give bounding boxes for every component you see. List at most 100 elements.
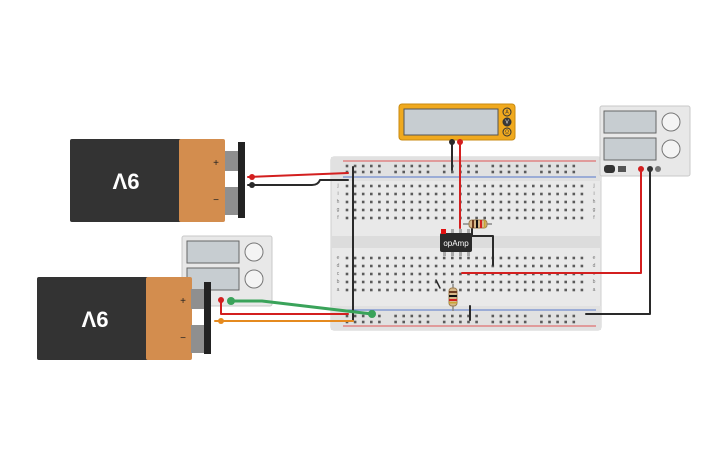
terminal-hole[interactable]: [564, 280, 567, 284]
rail-hole[interactable]: [345, 164, 349, 168]
terminal-hole[interactable]: [394, 280, 397, 284]
terminal-hole[interactable]: [386, 272, 389, 276]
terminal-hole[interactable]: [499, 288, 503, 292]
terminal-hole[interactable]: [572, 264, 576, 268]
rail-hole[interactable]: [426, 170, 430, 174]
terminal-hole[interactable]: [353, 200, 357, 204]
terminal-hole[interactable]: [361, 208, 365, 212]
rail-hole[interactable]: [442, 164, 446, 168]
terminal-hole[interactable]: [475, 184, 478, 188]
power-supply-right-knob-bottom[interactable]: [661, 139, 681, 159]
terminal-hole[interactable]: [370, 184, 373, 188]
rail-hole[interactable]: [410, 320, 414, 324]
terminal-hole[interactable]: [556, 288, 559, 292]
battery-top[interactable]: 9V + −: [70, 139, 245, 222]
rail-hole[interactable]: [540, 320, 543, 324]
rail-hole[interactable]: [572, 164, 576, 168]
power-supply-left[interactable]: [181, 235, 273, 307]
terminal-hole[interactable]: [523, 288, 527, 292]
terminal-hole[interactable]: [451, 200, 454, 204]
terminal-hole[interactable]: [483, 184, 486, 188]
rail-hole[interactable]: [507, 320, 511, 324]
rail-hole[interactable]: [370, 320, 373, 324]
battery-bottom[interactable]: 9V + −: [37, 277, 211, 360]
terminal-hole[interactable]: [540, 280, 543, 284]
terminal-hole[interactable]: [378, 256, 381, 260]
terminal-hole[interactable]: [523, 216, 527, 220]
rail-hole[interactable]: [523, 320, 527, 324]
terminal-hole[interactable]: [434, 256, 438, 260]
terminal-hole[interactable]: [532, 192, 535, 196]
rail-hole[interactable]: [426, 164, 430, 168]
terminal-hole[interactable]: [426, 192, 430, 196]
terminal-hole[interactable]: [540, 216, 543, 220]
rail-hole[interactable]: [548, 164, 551, 168]
terminal-hole[interactable]: [556, 280, 559, 284]
terminal-hole[interactable]: [378, 288, 381, 292]
terminal-hole[interactable]: [394, 200, 397, 204]
rail-hole[interactable]: [370, 164, 373, 168]
terminal-hole[interactable]: [515, 192, 519, 196]
terminal-hole[interactable]: [507, 208, 511, 212]
terminal-hole[interactable]: [540, 184, 543, 188]
terminal-hole[interactable]: [507, 280, 511, 284]
terminal-hole[interactable]: [418, 184, 422, 188]
terminal-hole[interactable]: [378, 272, 381, 276]
terminal-hole[interactable]: [361, 216, 365, 220]
terminal-hole[interactable]: [378, 184, 381, 188]
terminal-hole[interactable]: [556, 184, 559, 188]
terminal-hole[interactable]: [564, 216, 567, 220]
terminal-hole[interactable]: [564, 288, 567, 292]
terminal-hole[interactable]: [572, 216, 576, 220]
rail-hole[interactable]: [459, 320, 462, 324]
terminal-hole[interactable]: [353, 288, 357, 292]
terminal-hole[interactable]: [410, 272, 414, 276]
op-amp-chip[interactable]: opAmp: [440, 229, 472, 256]
rail-hole[interactable]: [507, 164, 511, 168]
terminal-hole[interactable]: [410, 256, 414, 260]
terminal-hole[interactable]: [394, 216, 397, 220]
terminal-hole[interactable]: [426, 200, 430, 204]
rail-hole[interactable]: [467, 170, 470, 174]
rail-hole[interactable]: [353, 314, 357, 318]
terminal-hole[interactable]: [394, 192, 397, 196]
rail-hole[interactable]: [378, 314, 381, 318]
terminal-hole[interactable]: [402, 184, 405, 188]
terminal-hole[interactable]: [361, 256, 365, 260]
rail-hole[interactable]: [418, 164, 422, 168]
rail-hole[interactable]: [491, 170, 495, 174]
terminal-hole[interactable]: [402, 216, 405, 220]
terminal-hole[interactable]: [515, 216, 519, 220]
terminal-hole[interactable]: [386, 184, 389, 188]
terminal-hole[interactable]: [548, 288, 551, 292]
endpoint-red-battery-top[interactable]: [249, 174, 255, 180]
rail-hole[interactable]: [353, 164, 357, 168]
terminal-hole[interactable]: [572, 200, 576, 204]
terminal-hole[interactable]: [451, 280, 454, 284]
terminal-hole[interactable]: [442, 200, 446, 204]
rail-hole[interactable]: [394, 170, 397, 174]
rail-hole[interactable]: [402, 170, 405, 174]
terminal-hole[interactable]: [378, 216, 381, 220]
terminal-hole[interactable]: [483, 264, 486, 268]
terminal-hole[interactable]: [426, 216, 430, 220]
terminal-hole[interactable]: [475, 288, 478, 292]
terminal-hole[interactable]: [548, 256, 551, 260]
terminal-hole[interactable]: [434, 184, 438, 188]
terminal-hole[interactable]: [532, 280, 535, 284]
terminal-hole[interactable]: [564, 208, 567, 212]
terminal-hole[interactable]: [507, 184, 511, 188]
rail-hole[interactable]: [345, 314, 349, 318]
terminal-hole[interactable]: [451, 256, 454, 260]
rail-hole[interactable]: [499, 170, 503, 174]
resistor-vertical[interactable]: [448, 284, 458, 311]
rail-hole[interactable]: [361, 164, 365, 168]
terminal-hole[interactable]: [475, 264, 478, 268]
terminal-hole[interactable]: [515, 264, 519, 268]
terminal-hole[interactable]: [564, 184, 567, 188]
terminal-hole[interactable]: [442, 208, 446, 212]
terminal-hole[interactable]: [442, 288, 446, 292]
terminal-hole[interactable]: [386, 288, 389, 292]
terminal-hole[interactable]: [499, 208, 503, 212]
terminal-hole[interactable]: [361, 184, 365, 188]
